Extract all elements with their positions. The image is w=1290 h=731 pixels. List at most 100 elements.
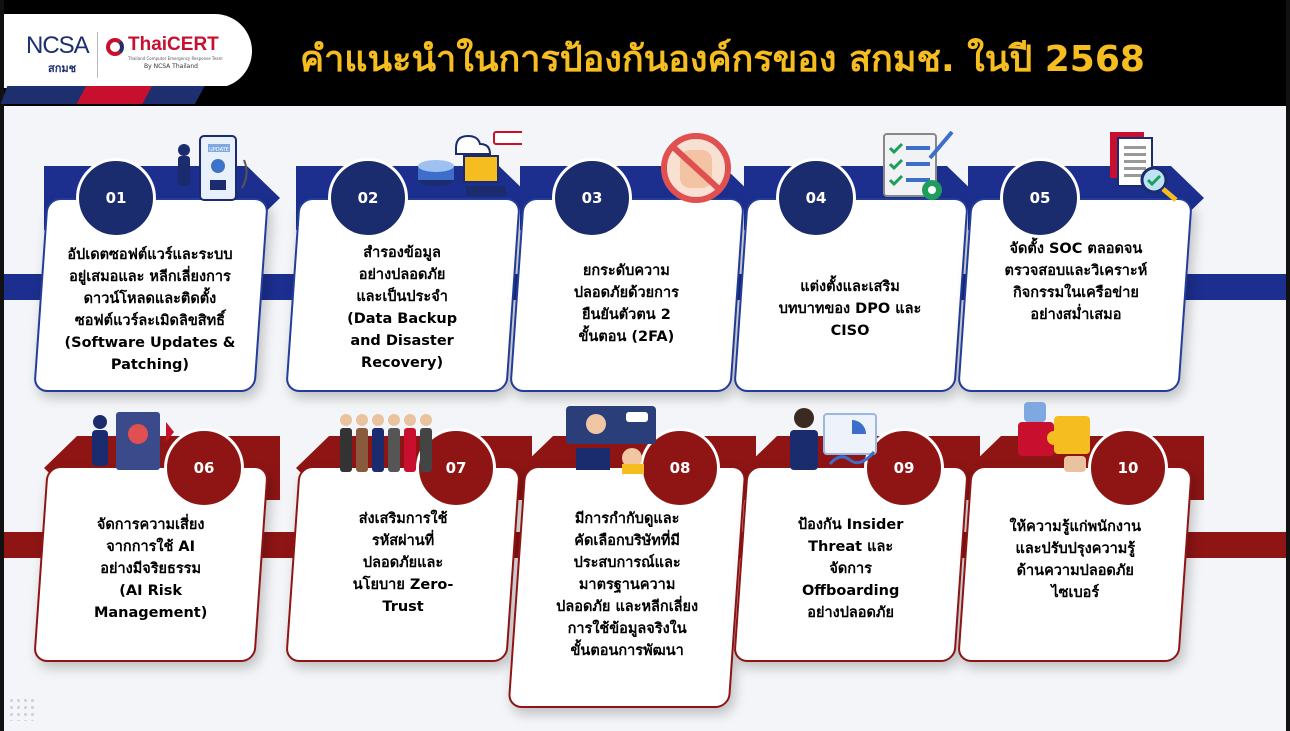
dot-pattern [8,697,38,721]
stop-hand-icon [636,128,746,208]
recommendation-card-08: มีการกำกับดูและคัดเลือกบริษัทที่มีประสบก… [507,466,747,708]
update-badge-label: UPDATE [209,147,229,153]
ncsa-logo-sub: สกมช [48,62,77,75]
checklist-gear-icon [860,128,970,208]
recommendation-line: ป้องกัน Insider [797,517,904,533]
recommendation-line: มีการกำกับดูและ [574,511,680,527]
recommendation-line: (AI Risk [119,583,182,599]
recommendation-line: แต่งตั้งและเสริม [800,279,900,295]
recommendation-text: จัดการความเสี่ยงจากการใช้ AI อย่างมีจริยธ… [48,514,254,624]
recommendation-line: ขั้นตอน (2FA) [578,329,675,345]
recommendation-line: และปรับปรุงความรู้ [1015,541,1136,557]
step-number-badge: 03 [552,158,632,238]
frame-right [1286,0,1290,731]
recommendation-line: Trust [382,599,424,615]
thaicert-tagline: Thailand Computer Emergency Response Tea… [128,56,223,61]
recommendation-line: อย่างมีจริยธรรม [100,561,202,577]
recommendation-line: ยกระดับความ [582,263,670,279]
logo-divider [97,32,98,78]
ai-risk-icon [80,402,190,482]
recommendation-line: Offboarding [801,583,900,599]
analytics-person-icon [780,402,890,482]
recommendation-line: ขั้นตอนการพัฒนา [570,643,684,659]
header-stripe [0,86,268,104]
recommendation-line: Patching) [110,357,190,373]
recommendation-card-05: จัดตั้ง SOC ตลอดจนตรวจสอบและวิเคราะห์กิจ… [957,198,1193,392]
recommendation-line: กิจกรรมในเครือข่าย [1012,285,1139,301]
recommendation-card-07: ส่งเสริมการใช้รหัสผ่านที่ปลอดภัยและนโยบา… [285,466,521,662]
document-search-icon [1084,128,1194,208]
recommendation-line: มาตรฐานความ [578,577,676,593]
recommendation-line: ส่งเสริมการใช้ [358,511,448,527]
ncsa-logo: NCSA [26,32,90,59]
recommendation-line: ประสบการณ์และ [573,555,681,571]
recommendation-line: อย่างปลอดภัย [358,267,446,283]
recommendation-line: อย่างสม่ำเสมอ [1030,307,1122,323]
recommendation-line: (Data Backup [347,311,458,327]
recommendation-text: มีการกำกับดูและคัดเลือกบริษัทที่มีประสบก… [524,508,730,662]
recommendation-line: บทบาทของ DPO และ [778,301,922,317]
recommendation-line: ยืนยันตัวตน 2 [581,307,671,323]
recommendation-line: Threat และ [808,539,894,555]
recommendation-line: จัดการ [829,561,872,577]
software-update-icon: UPDATE [160,128,270,208]
step-number-badge: 02 [328,158,408,238]
step-number-badge: 01 [76,158,156,238]
recommendation-line: ให้ความรู้แก่พนักงาน [1009,519,1142,535]
cloud-backup-icon [412,128,525,208]
recommendation-card-02: สำรองข้อมูลอย่างปลอดภัยและเป็นประจำ(Data… [285,198,521,392]
recommendation-line: คัดเลือกบริษัทที่มี [574,533,680,549]
recommendation-text: ส่งเสริมการใช้รหัสผ่านที่ปลอดภัยและนโยบา… [300,508,506,618]
recommendation-line: นโยบาย Zero- [352,577,454,593]
recommendation-line: ด้านความปลอดภัย [1016,563,1134,579]
recommendation-line: อยู่เสมอและ หลีกเลี่ยงการ [69,269,231,285]
step-number-badge: 09 [864,428,944,508]
recommendation-line: ไซเบอร์ [1051,585,1100,601]
step-number-badge: 05 [1000,158,1080,238]
step-number-badge: 10 [1088,428,1168,508]
video-meeting-icon [556,402,666,482]
recommendation-card-04: แต่งตั้งและเสริมบทบาทของ DPO และ CISO [733,198,969,392]
recommendation-line: สำรองข้อมูล [363,245,441,261]
recommendation-line: Recovery) [361,355,444,371]
thaicert-logo: ThaiCERT [128,34,219,55]
logo-card: NCSA สกมช ThaiCERT Thailand Computer Eme… [4,14,252,88]
step-number-badge: 04 [776,158,856,238]
recommendation-text: จัดตั้ง SOC ตลอดจนตรวจสอบและวิเคราะห์กิจ… [973,238,1179,326]
recommendation-line: รหัสผ่านที่ [371,533,435,549]
recommendation-line: and Disaster [350,333,454,349]
recommendation-card-06: จัดการความเสี่ยงจากการใช้ AI อย่างมีจริยธ… [33,466,269,662]
recommendation-line: การใช้ข้อมูลจริงใน [567,621,687,637]
recommendation-line: จากการใช้ AI [106,539,196,555]
recommendation-line: Management) [93,605,208,621]
page-title: คำแนะนำในการป้องกันองค์กรของ สกมช. ในปี … [300,39,1145,80]
puzzle-hands-icon [1004,402,1114,482]
recommendation-line: ปลอดภัย และหลีกเลี่ยง [556,599,699,615]
recommendation-text: ยกระดับความปลอดภัยด้วยการยืนยันตัวตน 2 ขั… [523,260,729,348]
frame-left [0,0,4,731]
recommendation-line: ดาวน์โหลดและติดตั้ง [83,291,217,307]
recommendation-line: ปลอดภัยและ [362,555,444,571]
recommendation-text: ให้ความรู้แก่พนักงานและปรับปรุงความรู้ด้… [972,516,1178,604]
recommendation-line: จัดการความเสี่ยง [96,517,205,533]
recommendation-text: สำรองข้อมูลอย่างปลอดภัยและเป็นประจำ(Data… [299,242,505,374]
recommendation-card-10: ให้ความรู้แก่พนักงานและปรับปรุงความรู้ด้… [957,466,1193,662]
recommendation-line: อัปเดตซอฟต์แวร์และระบบ [67,247,233,263]
thaicert-logo-icon [106,38,124,56]
recommendation-card-03: ยกระดับความปลอดภัยด้วยการยืนยันตัวตน 2 ขั… [509,198,745,392]
recommendation-line: อย่างปลอดภัย [807,605,894,621]
recommendation-line: CISO [830,323,870,339]
team-people-icon [332,402,442,482]
recommendation-card-01: อัปเดตซอฟต์แวร์และระบบอยู่เสมอและ หลีกเล… [33,198,269,392]
recommendation-line: จัดตั้ง SOC ตลอดจน [1009,241,1143,257]
recommendation-line: ปลอดภัยด้วยการ [573,285,679,301]
recommendation-line: (Software Updates & [64,335,236,351]
recommendation-line: ตรวจสอบและวิเคราะห์ [1004,263,1148,279]
thaicert-by: By NCSA Thailand [144,63,198,70]
recommendation-text: แต่งตั้งและเสริมบทบาทของ DPO และ CISO [747,276,953,342]
recommendation-line: ซอฟต์แวร์ละเมิดลิขสิทธิ์ [74,313,226,329]
recommendation-text: อัปเดตซอฟต์แวร์และระบบอยู่เสมอและ หลีกเล… [47,244,253,376]
step-number-badge: 06 [164,428,244,508]
